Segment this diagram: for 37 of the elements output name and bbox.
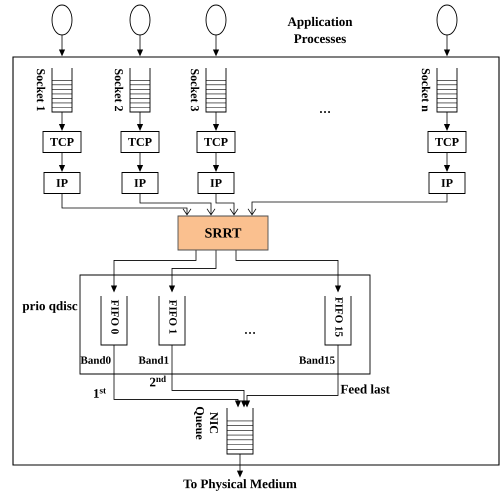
- socket-label: Socket 3: [190, 69, 200, 112]
- process-circle: [436, 4, 458, 36]
- protocol-box: IP: [122, 172, 158, 194]
- fifo-queue: FIFO 0: [100, 296, 128, 346]
- protocol-box: TCP: [120, 131, 160, 153]
- socket-label: Socket n: [422, 68, 430, 112]
- arrow: [62, 194, 192, 216]
- process-circle: [130, 4, 150, 36]
- arrow: [140, 194, 216, 216]
- system-frame: [12, 56, 500, 466]
- ellipsis: …: [245, 332, 256, 334]
- arrow: [216, 194, 238, 216]
- socket-label: Socket 2: [114, 69, 124, 111]
- protocol-box: TCP: [196, 131, 236, 153]
- socket-label: Socket 1: [36, 69, 46, 111]
- qdisc-label: prio qdisc: [22, 301, 78, 313]
- scheduler-box: SRRT: [178, 216, 268, 250]
- edge-label: Feed last: [340, 384, 390, 394]
- protocol-box: TCP: [42, 131, 82, 153]
- fifo-queue: FIFO 1: [158, 296, 186, 346]
- process-circle: [52, 4, 72, 36]
- band-label: Band15: [299, 356, 335, 364]
- process-circle: [206, 4, 226, 36]
- band-label: Band1: [138, 356, 168, 364]
- fifo-queue: FIFO 15: [324, 296, 352, 346]
- protocol-box: IP: [428, 172, 466, 194]
- heading: Application Processes: [288, 16, 352, 44]
- edge-label: 2$^{nd}$: [150, 376, 166, 386]
- output-label: To Physical Medium: [183, 479, 297, 491]
- queue-label: NIC Queue: [194, 406, 218, 440]
- arrow: [248, 194, 448, 216]
- protocol-box: TCP: [428, 131, 466, 153]
- band-label: Band0: [80, 356, 111, 364]
- protocol-box: IP: [198, 172, 234, 194]
- ellipsis: …: [320, 111, 330, 113]
- edge-label: 1$^{st}$: [94, 388, 106, 398]
- protocol-box: IP: [44, 172, 80, 194]
